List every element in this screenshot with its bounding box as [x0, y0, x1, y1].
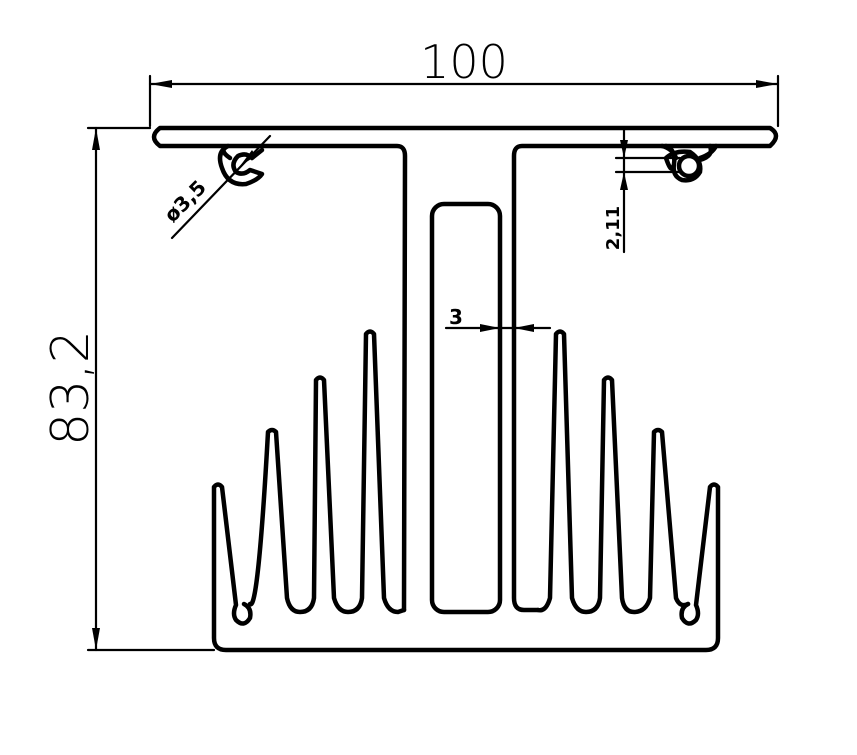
fin-left-1: [247, 329, 407, 615]
fin-right-1: [535, 329, 691, 615]
height-label: 83,2: [41, 330, 101, 446]
wall-thickness-label: 3: [449, 305, 463, 329]
right-fins: [535, 329, 691, 615]
fin-block-outline: [211, 482, 721, 653]
slot-thickness-label: 2,11: [603, 206, 624, 250]
left-hole-clip: [217, 143, 265, 187]
hole-diameter-dimension: ø3,5: [159, 134, 272, 240]
slot-thickness-dimension: 2,11: [603, 126, 682, 254]
wall-thickness-dimension: 3: [444, 305, 552, 332]
central-slot: [429, 201, 503, 615]
base-plate-outline: [151, 125, 779, 613]
right-hole-lip: [659, 143, 719, 161]
right-hole: [676, 153, 702, 179]
height-dimension: 83,2: [41, 126, 216, 652]
width-label: 100: [420, 35, 508, 89]
left-fins: [247, 329, 407, 615]
width-dimension: 100: [148, 35, 780, 128]
hole-diameter-label: ø3,5: [159, 175, 211, 227]
